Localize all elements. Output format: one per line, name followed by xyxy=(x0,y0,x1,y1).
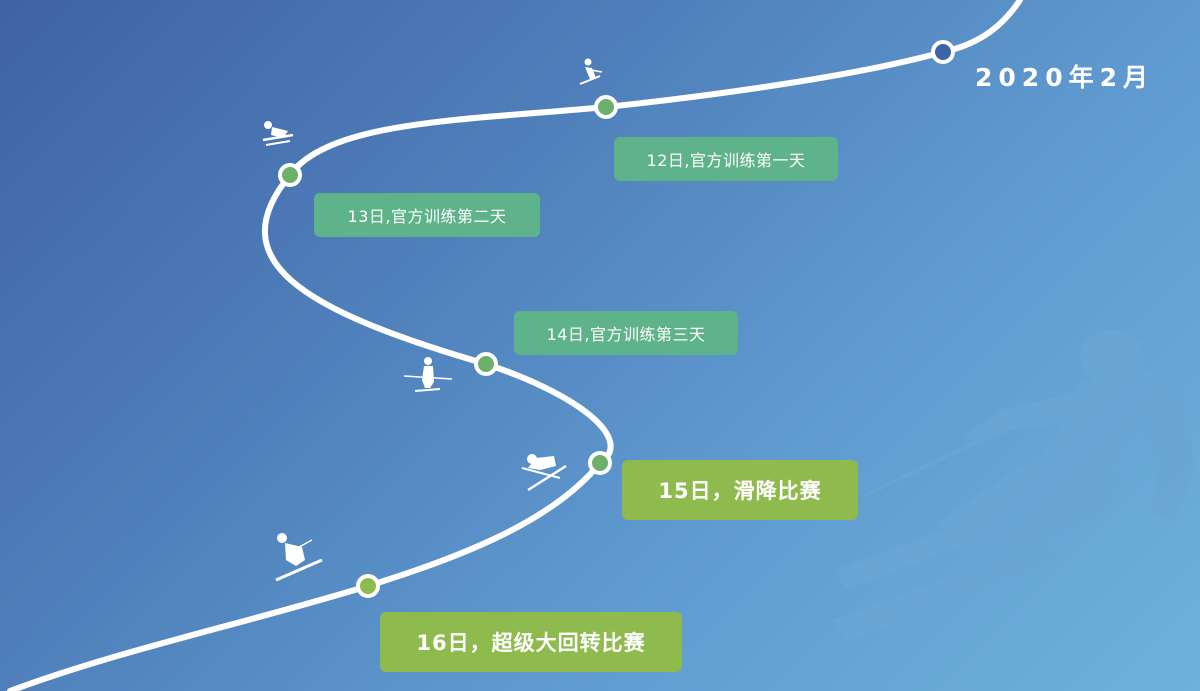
event-node-13 xyxy=(278,163,302,187)
event-label-16: 16日，超级大回转比赛 xyxy=(380,612,682,672)
skier-downhill-icon xyxy=(521,454,567,492)
skier-icon xyxy=(579,58,603,85)
event-node-16 xyxy=(356,574,380,598)
event-label-14: 14日,官方训练第三天 xyxy=(514,311,738,355)
page-title: 2020年2月 xyxy=(975,63,1154,92)
event-label-13: 13日,官方训练第二天 xyxy=(314,193,540,237)
event-node-14 xyxy=(474,352,498,376)
event-label-12: 12日,官方训练第一天 xyxy=(614,137,838,181)
skier-super-g-icon xyxy=(275,533,323,582)
event-label-15: 15日，滑降比赛 xyxy=(622,460,858,520)
event-node-12 xyxy=(594,95,618,119)
skier-silhouette-icon xyxy=(832,330,1195,642)
skier-standing-icon xyxy=(403,357,453,392)
start-node xyxy=(931,40,955,64)
event-node-15 xyxy=(588,451,612,475)
skier-tuck-icon xyxy=(262,121,294,146)
